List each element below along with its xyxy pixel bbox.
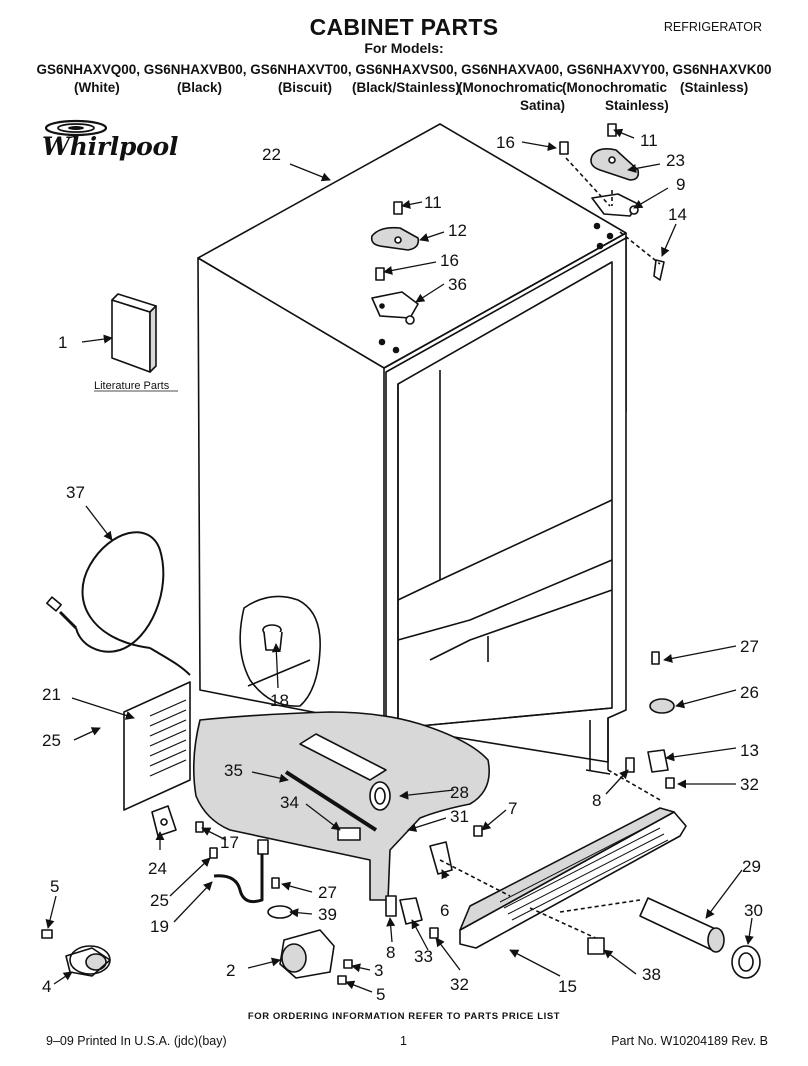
rear-roller-bracket xyxy=(151,805,177,837)
machine-compartment xyxy=(192,711,490,901)
whirlpool-logo: Whirlpool xyxy=(42,118,178,184)
callout-1: 1 xyxy=(58,333,67,352)
variant-mono-satina-1: (Monochromatic xyxy=(458,80,564,95)
callout-4: 4 xyxy=(42,977,51,996)
water-tube xyxy=(213,846,264,904)
literature-parts-label: Literature Parts xyxy=(94,380,170,392)
callout-7: 7 xyxy=(508,799,517,818)
callout-31: 31 xyxy=(450,807,469,826)
callout-11-top-left: 11 xyxy=(424,193,442,212)
toe-grille-clip xyxy=(399,897,423,925)
print-info: 9–09 Printed In U.S.A. (jdc)(bay) xyxy=(46,1034,227,1048)
callout-29: 29 xyxy=(742,857,761,876)
leveling-leg xyxy=(41,929,111,977)
page-title: CABINET PARTS xyxy=(309,14,499,40)
callout-39: 39 xyxy=(318,905,337,924)
callout-25-upper: 25 xyxy=(42,731,61,750)
callout-16-lower: 16 xyxy=(440,251,459,270)
rear-access-panel xyxy=(123,681,191,811)
water-line-coil xyxy=(46,531,191,676)
logo-text: Whirlpool xyxy=(42,132,179,161)
category-label: REFRIGERATOR xyxy=(663,20,762,34)
callout-23: 23 xyxy=(666,151,685,170)
water-filter xyxy=(587,897,761,979)
callout-9: 9 xyxy=(676,175,685,194)
variant-biscuit: (Biscuit) xyxy=(278,80,332,95)
callout-35: 35 xyxy=(224,761,243,780)
callout-32-upper: 32 xyxy=(740,775,759,794)
front-roller-assembly xyxy=(279,929,353,985)
callout-5-bottom: 5 xyxy=(376,985,385,1004)
toe-grille xyxy=(459,807,687,949)
callout-2: 2 xyxy=(226,961,235,980)
literature-book xyxy=(111,293,157,373)
variant-black: (Black) xyxy=(177,80,223,95)
callout-32-lower: 32 xyxy=(450,975,469,994)
part-number: Part No. W10204189 Rev. B xyxy=(611,1034,768,1048)
callout-17: 17 xyxy=(220,833,239,852)
variant-stainless: (Stainless) xyxy=(680,80,749,95)
callout-33: 33 xyxy=(414,947,433,966)
callout-21: 21 xyxy=(42,685,61,704)
variant-mono-satina-2: Satina) xyxy=(520,98,566,113)
for-models-label: For Models: xyxy=(364,40,444,56)
callout-3: 3 xyxy=(374,961,383,980)
logo-swirl-icon xyxy=(44,119,108,137)
callout-8-upper: 8 xyxy=(592,791,601,810)
callout-38: 38 xyxy=(642,965,661,984)
callout-26: 26 xyxy=(740,683,759,702)
callout-27-upper: 27 xyxy=(740,637,759,656)
callout-5-left: 5 xyxy=(50,877,59,896)
variant-white: (White) xyxy=(74,80,120,95)
variant-black-stainless: (Black/Stainless) xyxy=(352,80,461,95)
callout-16-upper: 16 xyxy=(496,133,515,152)
callout-28: 28 xyxy=(450,783,469,802)
callout-15: 15 xyxy=(558,977,577,996)
callout-34: 34 xyxy=(280,793,299,812)
callout-25-lower: 25 xyxy=(150,891,169,910)
variant-mono-stainless-2: Stainless) xyxy=(605,98,669,113)
callout-6: 6 xyxy=(440,901,449,920)
callout-30: 30 xyxy=(744,901,763,920)
callout-19: 19 xyxy=(150,917,169,936)
callout-18: 18 xyxy=(270,691,289,710)
callout-8-lower: 8 xyxy=(386,943,395,962)
callout-12: 12 xyxy=(448,221,467,240)
model-numbers: GS6NHAXVQ00, GS6NHAXVB00, GS6NHAXVT00, G… xyxy=(36,62,772,77)
callout-14: 14 xyxy=(668,205,687,224)
callout-36: 36 xyxy=(448,275,467,294)
callout-24: 24 xyxy=(148,859,167,878)
callout-11-top-right: 11 xyxy=(640,131,658,150)
page-number: 1 xyxy=(400,1034,407,1048)
callout-37: 37 xyxy=(66,483,85,502)
ordering-note: FOR ORDERING INFORMATION REFER TO PARTS … xyxy=(247,1011,561,1022)
callout-22: 22 xyxy=(262,145,281,164)
toe-grille-bracket xyxy=(429,841,453,875)
top-hinge-assembly xyxy=(370,123,665,325)
callout-27-lower: 27 xyxy=(318,883,337,902)
callout-13: 13 xyxy=(740,741,759,760)
variant-mono-stainless-1: (Monochromatic xyxy=(562,80,668,95)
